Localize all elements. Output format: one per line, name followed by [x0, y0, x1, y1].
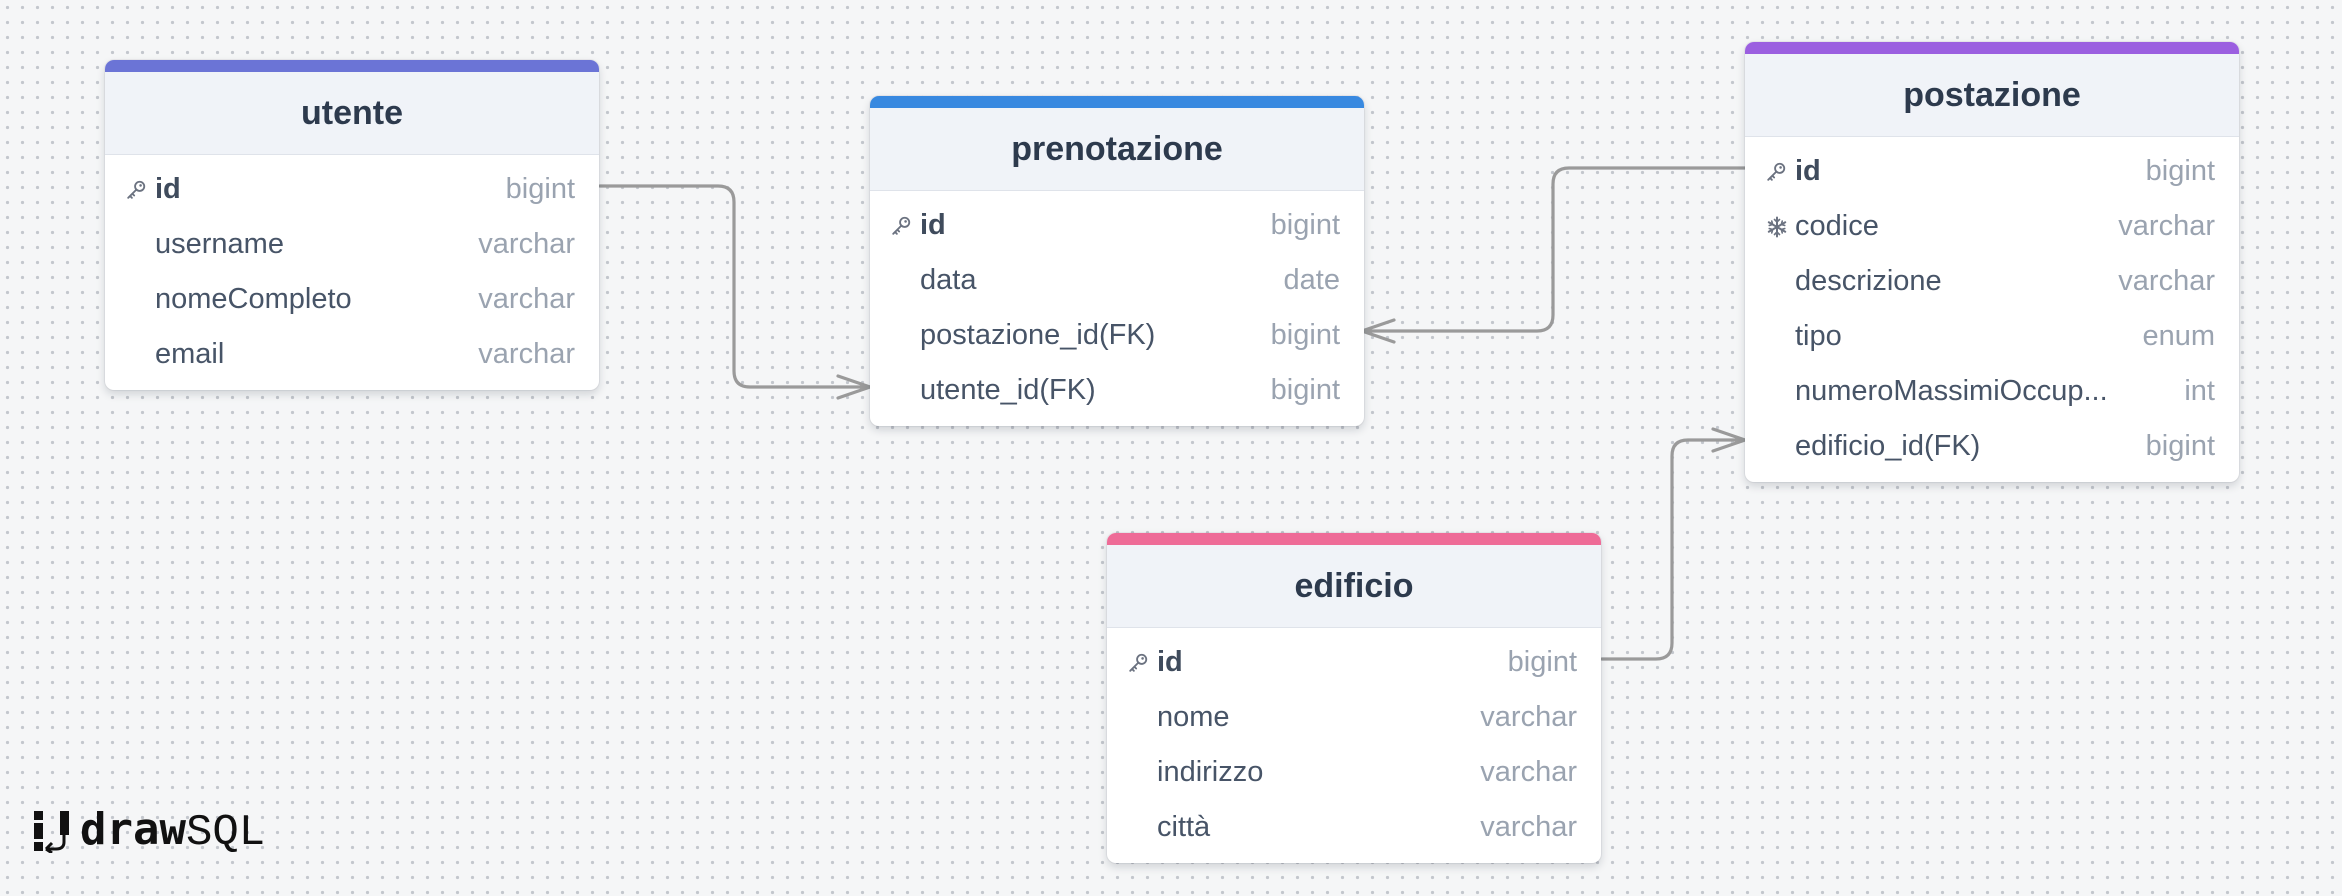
wordmark-sql: SQL [185, 807, 266, 858]
column-name: utente_id(FK) [920, 374, 1096, 406]
column-type: varchar [478, 338, 575, 370]
table-accent-bar [1745, 42, 2239, 54]
table-header[interactable]: postazione [1745, 54, 2239, 137]
column-name: postazione_id(FK) [920, 319, 1156, 351]
column-name: id [155, 173, 181, 205]
table-accent-bar [870, 96, 1364, 108]
column-row-id[interactable]: id bigint [870, 198, 1364, 253]
column-name: id [1795, 155, 1821, 187]
column-type: varchar [1480, 811, 1577, 843]
column-name: id [1157, 646, 1183, 678]
relation-utente-prenotazione[interactable] [598, 184, 872, 400]
column-name: username [155, 228, 284, 260]
column-row-data[interactable]: data date [870, 253, 1364, 308]
table-prenotazione[interactable]: prenotazione id bigint data date postazione_… [870, 96, 1364, 426]
relation-edificio-postazione[interactable] [1600, 427, 1747, 661]
table-accent-bar [105, 60, 599, 72]
column-row-id[interactable]: id bigint [105, 162, 599, 217]
column-type: varchar [2118, 210, 2215, 242]
column-row-postazione-id-fk[interactable]: postazione_id(FK) bigint [870, 308, 1364, 363]
column-row-nomecompleto[interactable]: nomeCompleto varchar [105, 272, 599, 327]
table-title: utente [301, 93, 403, 132]
drawsql-logo-icon [34, 811, 69, 853]
column-type: varchar [1480, 756, 1577, 788]
column-row-tipo[interactable]: tipo enum [1745, 309, 2239, 364]
column-type: bigint [1270, 374, 1340, 406]
column-row-id[interactable]: id bigint [1107, 635, 1601, 690]
table-edificio[interactable]: edificio id bigint nome varchar indirizzo var… [1107, 533, 1601, 863]
column-row-codice[interactable]: codice varchar [1745, 199, 2239, 254]
drawsql-wordmark: drawSQL [80, 807, 266, 858]
column-type: bigint [2145, 155, 2215, 187]
table-header[interactable]: prenotazione [870, 108, 1364, 191]
column-name: città [1157, 811, 1211, 843]
column-type: bigint [1507, 646, 1577, 678]
column-name: id [920, 209, 946, 241]
table-title: postazione [1903, 75, 2081, 114]
column-row-utente-id-fk[interactable]: utente_id(FK) bigint [870, 363, 1364, 418]
column-row-descrizione[interactable]: descrizione varchar [1745, 254, 2239, 309]
column-name: numeroMassimiOccup... [1795, 375, 2108, 407]
column-row-username[interactable]: username varchar [105, 217, 599, 272]
column-row-nome[interactable]: nome varchar [1107, 690, 1601, 745]
column-name: tipo [1795, 320, 1842, 352]
column-name: email [155, 338, 225, 370]
table-columns: id bigint codice varchar descrizione varchar t… [1745, 137, 2239, 482]
column-row-citt[interactable]: città varchar [1107, 800, 1601, 855]
key-icon [1127, 652, 1157, 674]
relation-postazione-prenotazione[interactable] [1360, 166, 1747, 344]
column-type: bigint [1270, 319, 1340, 351]
column-row-id[interactable]: id bigint [1745, 144, 2239, 199]
column-type: varchar [2118, 265, 2215, 297]
column-row-numeromassimioccup[interactable]: numeroMassimiOccup... int [1745, 364, 2239, 419]
key-icon [125, 179, 155, 201]
table-header[interactable]: utente [105, 72, 599, 155]
column-name: nome [1157, 701, 1230, 733]
table-title: prenotazione [1011, 129, 1223, 168]
column-name: data [920, 264, 977, 296]
column-type: varchar [478, 228, 575, 260]
column-type: varchar [1480, 701, 1577, 733]
column-row-indirizzo[interactable]: indirizzo varchar [1107, 745, 1601, 800]
column-type: int [2184, 375, 2215, 407]
column-type: date [1283, 264, 1340, 296]
snowflake-icon [1765, 215, 1795, 239]
column-type: bigint [505, 173, 575, 205]
column-name: codice [1795, 210, 1879, 242]
column-type: bigint [2145, 430, 2215, 462]
wordmark-draw: draw [80, 803, 186, 855]
column-row-email[interactable]: email varchar [105, 327, 599, 382]
drawsql-logo[interactable]: drawSQL [32, 805, 265, 857]
column-type: enum [2142, 320, 2215, 352]
column-row-edificio-id-fk[interactable]: edificio_id(FK) bigint [1745, 419, 2239, 474]
table-accent-bar [1107, 533, 1601, 545]
table-header[interactable]: edificio [1107, 545, 1601, 628]
column-name: edificio_id(FK) [1795, 430, 1981, 462]
key-icon [1765, 161, 1795, 183]
key-icon [890, 215, 920, 237]
table-columns: id bigint username varchar nomeCompleto varch… [105, 155, 599, 390]
table-title: edificio [1294, 566, 1414, 605]
column-type: bigint [1270, 209, 1340, 241]
column-type: varchar [478, 283, 575, 315]
column-name: indirizzo [1157, 756, 1264, 788]
column-name: descrizione [1795, 265, 1942, 297]
column-name: nomeCompleto [155, 283, 352, 315]
